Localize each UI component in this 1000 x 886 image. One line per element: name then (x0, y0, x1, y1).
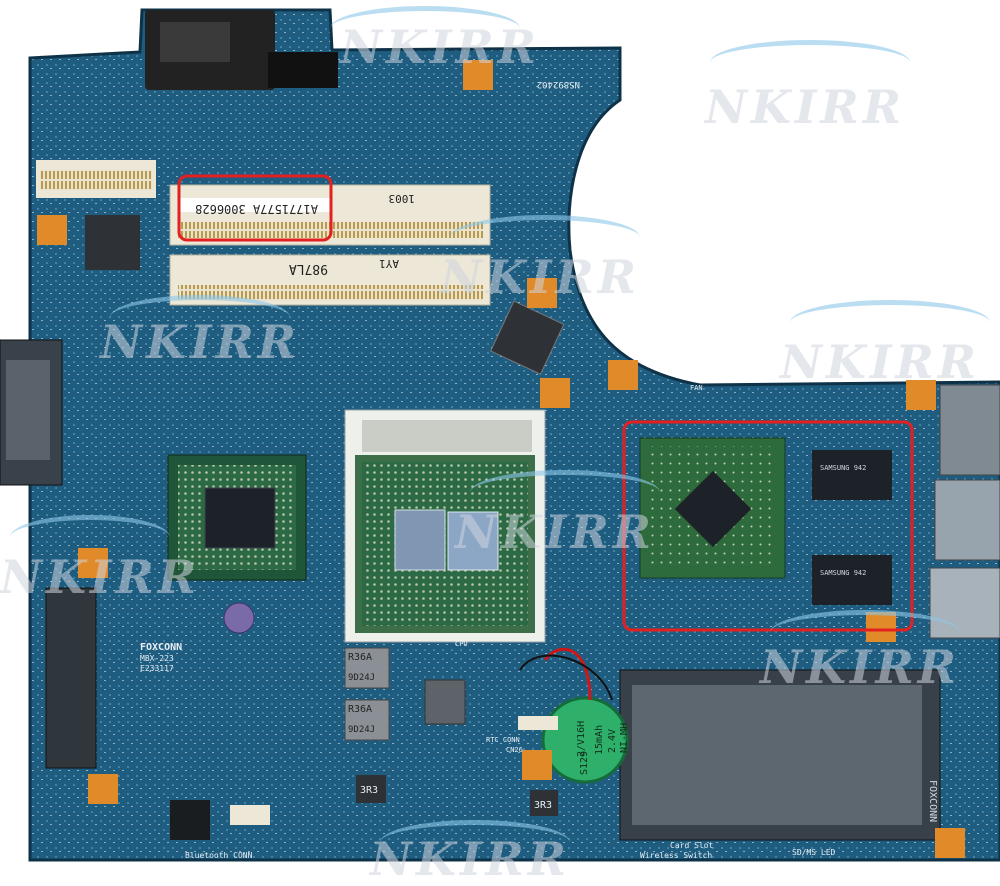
sdms-label: SD/MS LED (792, 848, 836, 857)
board-rev-label: MBX-223 (140, 654, 174, 663)
cn26-label: CN26 (506, 746, 523, 754)
cap-label-2: 9D24J (348, 673, 375, 683)
inductor-label-1: 3R3 (360, 785, 378, 796)
cpu-label: CPU (455, 640, 468, 648)
inductor-label-2: 3R3 (534, 800, 552, 811)
fan-label: FAN (690, 384, 703, 392)
brand-label: FOXCONN (140, 642, 182, 653)
highlight-box-memory-sticker (177, 174, 333, 242)
sticker-text-2: 1003 (389, 192, 416, 205)
cap-label-4: 9D24J (348, 725, 375, 735)
battery-text-2: 15mAh (594, 725, 605, 755)
battery-text-4: NI-MH (619, 723, 630, 753)
card-slot-label: Card Slot (670, 841, 714, 850)
battery-text-3: 2.4V (607, 729, 618, 753)
battery-text-1: 2/V16H (576, 721, 587, 757)
rtc-label: RTC CONN (486, 736, 520, 744)
bluetooth-label: Bluetooth CONN (185, 851, 253, 860)
ram-chip-label-2: SAMSUNG 942 (820, 569, 866, 577)
battery-text-5: S129 (579, 751, 590, 775)
cap-label-3: R36A (348, 704, 372, 715)
sticker-text-3: 987LA (289, 261, 328, 276)
board-date-label: E233117 (140, 664, 174, 673)
cap-label-1: R36A (348, 652, 372, 663)
ram-chip-label-1: SAMSUNG 942 (820, 464, 866, 472)
highlight-box-gpu (622, 420, 914, 632)
card-brand-label: FOXCONN (927, 780, 938, 822)
sticker-text-1: A1771577A 3006628 (195, 202, 318, 216)
lan-chip-label: NS892402 (537, 79, 580, 89)
sticker-text-4: AY1 (379, 257, 399, 270)
wireless-label: Wireless Switch (640, 851, 712, 860)
